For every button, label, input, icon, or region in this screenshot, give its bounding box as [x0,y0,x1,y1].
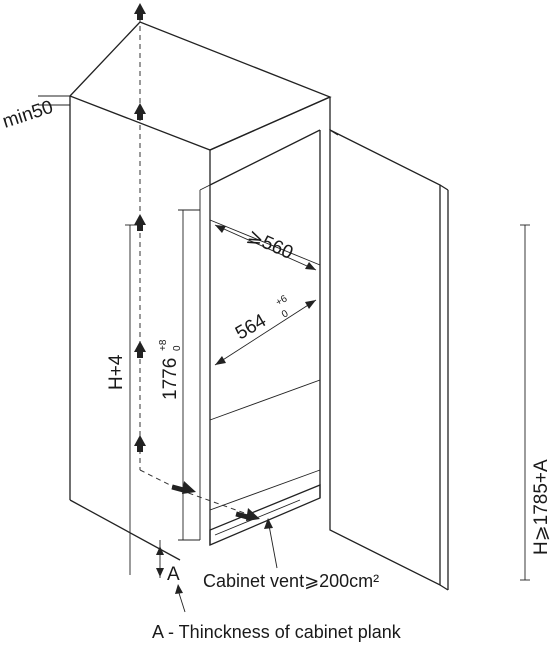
total-height-label: H⩾1785+A [531,459,550,555]
niche-height-tol-upper: +8 [158,339,169,351]
plank-legend: A - Thinckness of cabinet plank [152,622,402,642]
vent-leader: Cabinet vent⩾200cm² [203,518,379,591]
vent-label: Cabinet vent⩾200cm² [203,571,379,591]
total-height-dimension: H⩾1785+A [520,224,550,581]
niche-height-label: 1776 [160,358,181,400]
up-arrow-icon [134,435,146,452]
min-gap-label: min50 [0,97,56,133]
min-gap-marker: min50 [0,95,70,133]
width-dimension: 564 +6 0 [214,293,317,366]
plank-symbol-label: A [167,564,180,585]
ventilation-path [134,3,260,521]
door-panel [329,128,449,591]
niche-height-dimension: 1776 +8 0 [158,209,200,541]
cabinet-height-dimension: H+4 [106,224,140,575]
depth-dimension: ⩾560 [214,224,317,271]
up-arrow-icon [134,214,146,231]
right-arrow-icon [171,481,196,494]
up-arrow-icon [134,3,146,20]
depth-min-label: ⩾560 [244,225,296,264]
niche-height-tol-lower: 0 [172,345,183,351]
right-arrow-icon [235,508,260,521]
width-tol-upper: +6 [274,293,290,308]
up-arrow-icon [134,341,146,358]
width-tol-lower: 0 [280,308,291,321]
cabinet-height-label: H+4 [106,354,127,390]
up-arrow-icon [134,103,146,120]
tall-cabinet [68,21,332,561]
width-label: 564 [232,310,270,344]
plank-thickness-dimension: A [156,540,186,613]
